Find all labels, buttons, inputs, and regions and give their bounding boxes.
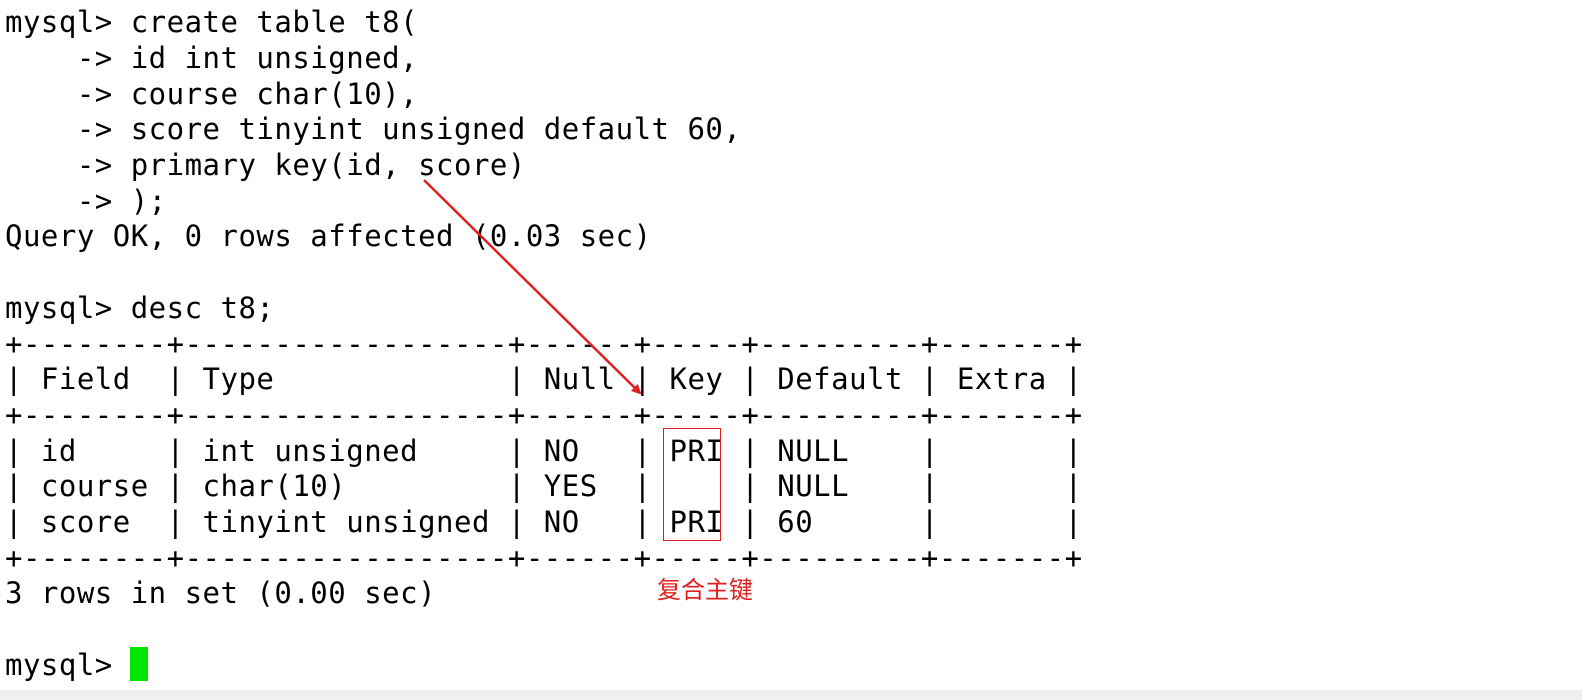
terminal-line: mysql> create table t8( bbox=[5, 5, 419, 39]
table-border-line: +--------+------------------+------+----… bbox=[5, 541, 1083, 575]
table-border-line: +--------+------------------+------+----… bbox=[5, 398, 1083, 432]
table-row: | course | char(10) | YES | | NULL | | bbox=[5, 469, 1083, 503]
terminal-line: Query OK, 0 rows affected (0.03 sec) bbox=[5, 219, 652, 253]
annotation-label: 复合主键 bbox=[657, 576, 753, 604]
terminal-line: 3 rows in set (0.00 sec) bbox=[5, 576, 437, 610]
terminal-line: mysql> desc t8; bbox=[5, 291, 275, 325]
table-row: | id | int unsigned | NO | PRI | NULL | … bbox=[5, 434, 1083, 468]
terminal-line: -> course char(10), bbox=[5, 77, 419, 111]
terminal-line: -> score tinyint unsigned default 60, bbox=[5, 112, 742, 146]
table-row: | score | tinyint unsigned | NO | PRI | … bbox=[5, 505, 1083, 539]
terminal-line: -> primary key(id, score) bbox=[5, 148, 526, 182]
table-border-line: +--------+------------------+------+----… bbox=[5, 327, 1083, 361]
pri-highlight-box bbox=[663, 428, 721, 541]
prompt-line: mysql> bbox=[5, 648, 131, 682]
table-header-row: | Field | Type | Null | Key | Default | … bbox=[5, 362, 1083, 396]
terminal-cursor bbox=[130, 647, 148, 681]
terminal-line: -> id int unsigned, bbox=[5, 41, 419, 75]
bottom-bar bbox=[0, 690, 1582, 700]
terminal-line: -> ); bbox=[5, 184, 167, 218]
